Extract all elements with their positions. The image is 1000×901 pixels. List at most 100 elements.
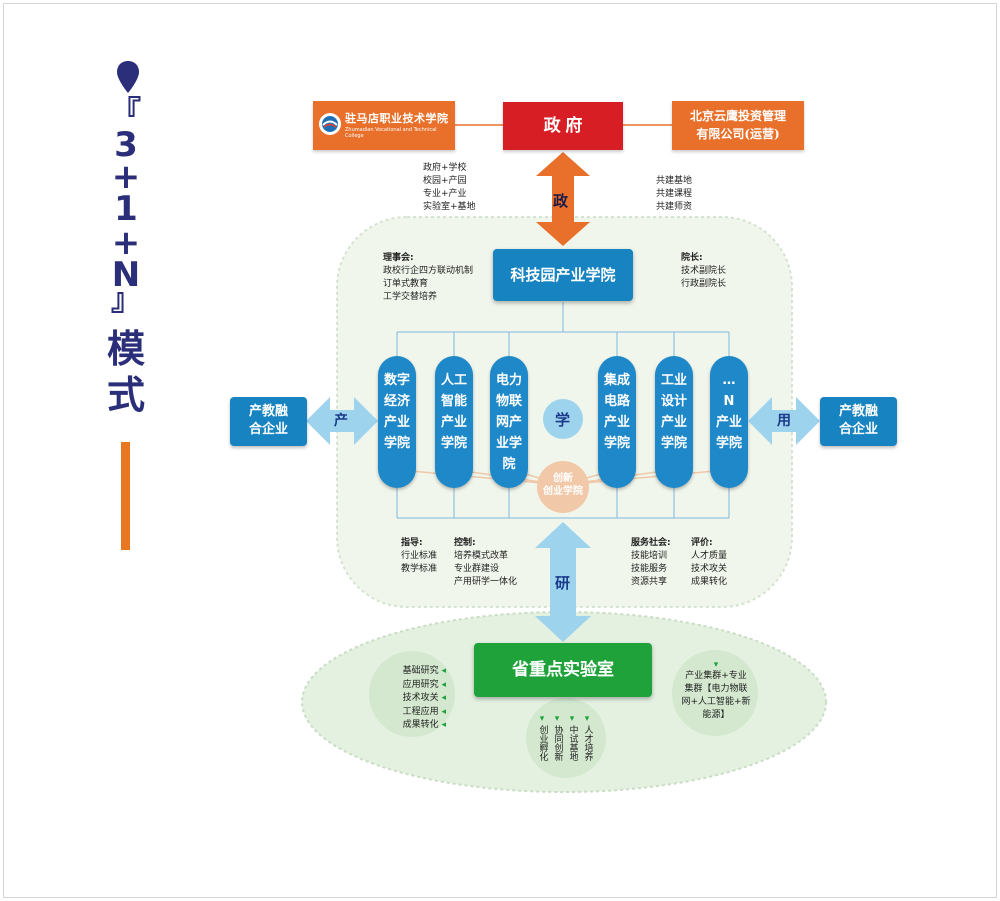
- title-char-plus-1: +: [111, 157, 141, 197]
- control-notes: 控制: 培养模式改革 专业群建设 产用研学一体化: [454, 537, 517, 589]
- pill-line: 学院: [440, 436, 467, 451]
- arrow-label-yan: 研: [555, 574, 571, 592]
- triangle-left-icon: ◂: [441, 720, 446, 730]
- note-item: 资源共享: [631, 577, 668, 587]
- college-integrated-circuit: 集成 电路 产业 学院: [598, 356, 636, 488]
- evaluation-notes: 评价: 人才质量 技术攻关 成果转化: [691, 537, 727, 589]
- college-power-iot: 电力 物联 网产 业学 院: [490, 356, 528, 488]
- dean-notes: 院长: 技术副院长 行政副院长: [681, 252, 726, 291]
- school-box: 驻马店职业技术学院 Zhumadian Vocational and Techn…: [313, 101, 455, 150]
- vertical-col-4: ▾ 人才培养: [581, 714, 593, 761]
- arrow-label-xue: 学: [555, 411, 571, 429]
- cluster-line: 集群【电力物联: [684, 684, 748, 694]
- gov-school-notes: 政府+学校 校园+产园 专业+产业 实验室+基地: [423, 162, 476, 214]
- research-item: 应用研究 ◂: [382, 679, 446, 693]
- cluster-line: 能源】: [702, 710, 730, 720]
- pill-line: …: [722, 373, 736, 388]
- research-item: 成果转化 ◂: [382, 719, 446, 733]
- page-frame: [3, 3, 997, 898]
- triangle-down-icon: ▾: [554, 714, 560, 724]
- title-char-3: 3: [114, 125, 138, 165]
- pill-line: 设计: [660, 394, 687, 409]
- note-item: 人才质量: [691, 551, 728, 561]
- pill-line: 产业: [383, 415, 410, 430]
- enterprise-line-2: 合企业: [248, 422, 288, 437]
- accent-bar: [121, 442, 130, 550]
- pill-line: 工业: [660, 373, 687, 388]
- pill-line: 电路: [603, 394, 630, 409]
- pill-line: 产业: [660, 415, 687, 430]
- pill-line: 学院: [603, 436, 630, 451]
- location-pin-icon: [117, 61, 139, 93]
- note-item: 教学标准: [401, 564, 438, 574]
- note-item: 行政副院长: [681, 279, 727, 289]
- vertical-col-text: 创业孵化: [537, 725, 548, 761]
- research-item-text: 工程应用: [402, 706, 439, 717]
- research-item: 技术攻关 ◂: [382, 692, 446, 706]
- pill-line: 电力: [495, 373, 522, 388]
- pill-line: 学院: [383, 436, 410, 451]
- note-item: 共建课程: [656, 189, 693, 199]
- pill-line: 产业: [715, 415, 742, 430]
- title-char-n: N: [111, 255, 141, 295]
- innovation-line-2: 创业学院: [543, 486, 583, 497]
- title-mode-char-2: 式: [106, 373, 145, 417]
- school-name-en: Zhumadian Vocational and Technical Colle…: [345, 127, 437, 139]
- note-item: 实验室+基地: [423, 202, 476, 212]
- pill-line: 数字: [383, 373, 410, 388]
- pill-line: 网产: [495, 415, 522, 430]
- arrow-label-chan: 产: [334, 413, 348, 429]
- school-name-cn: 驻马店职业技术学院: [345, 112, 449, 125]
- research-item: 基础研究 ◂: [382, 665, 446, 679]
- note-item: 共建基地: [656, 176, 693, 186]
- note-item: 行业标准: [401, 551, 438, 561]
- research-item-text: 技术攻关: [402, 693, 439, 703]
- company-line-1: 北京云鹰投资管理: [689, 109, 786, 123]
- note-item: 技术攻关: [691, 564, 728, 574]
- title-bracket-open: 『: [111, 95, 141, 130]
- school-logo-icon: [319, 113, 341, 135]
- triangle-down-icon: ▾: [569, 714, 575, 724]
- note-item: 专业群建设: [454, 564, 500, 574]
- triangle-left-icon: ◂: [441, 706, 446, 717]
- pill-line: 经济: [383, 394, 410, 409]
- vertical-col-text: 人才培养: [582, 725, 593, 761]
- innovation-college: 创新 创业学院: [537, 472, 589, 498]
- guide-notes: 指导: 行业标准 教学标准: [401, 537, 437, 576]
- research-list: 基础研究 ◂ 应用研究 ◂ 技术攻关 ◂ 工程应用 ◂ 成果转化 ◂: [382, 665, 446, 733]
- central-college-box: 科技园产业学院: [493, 249, 633, 301]
- enterprise-box-right: 产教融 合企业: [820, 397, 897, 446]
- cluster-line: 网+人工智能+新: [681, 697, 751, 707]
- triangle-left-icon: ◂: [441, 693, 446, 703]
- college-n: … N 产业 学院: [710, 356, 748, 488]
- arrow-label-yong: 用: [777, 413, 791, 429]
- note-item: 专业+产业: [423, 189, 467, 199]
- cluster-line: 产业集群+专业: [685, 671, 747, 681]
- provincial-lab-box: 省重点实验室: [474, 643, 652, 697]
- note-item: 校园+产园: [423, 176, 467, 186]
- note-item: 共建师资: [656, 202, 693, 212]
- note-item: 成果转化: [691, 577, 728, 587]
- college-ai: 人工 智能 产业 学院: [435, 356, 473, 488]
- gov-company-notes: 共建基地 共建课程 共建师资: [656, 175, 692, 214]
- vertical-col-3: ▾ 中试基地: [566, 714, 578, 761]
- control-title: 控制:: [454, 538, 476, 548]
- service-notes: 服务社会: 技能培训 技能服务 资源共享: [631, 537, 671, 589]
- note-item: 技能培训: [631, 551, 668, 561]
- college-industrial-design: 工业 设计 产业 学院: [655, 356, 693, 488]
- pill-line: 产业: [440, 415, 467, 430]
- pill-line: 学院: [660, 436, 687, 451]
- triangle-left-icon: ◂: [441, 679, 446, 690]
- pill-line: 智能: [440, 394, 467, 409]
- vertical-col-text: 协同创新: [552, 725, 563, 761]
- service-title: 服务社会:: [631, 538, 671, 548]
- note-item: 工学交替培养: [383, 292, 438, 302]
- note-item: 技能服务: [631, 564, 668, 574]
- research-item: 工程应用 ◂: [382, 706, 446, 720]
- vertical-col-text: 中试基地: [567, 725, 578, 761]
- council-title: 理事会:: [383, 253, 414, 263]
- pill-line: 业学: [495, 436, 522, 451]
- research-item-text: 应用研究: [402, 679, 439, 690]
- college-digital-economy: 数字 经济 产业 学院: [378, 356, 416, 488]
